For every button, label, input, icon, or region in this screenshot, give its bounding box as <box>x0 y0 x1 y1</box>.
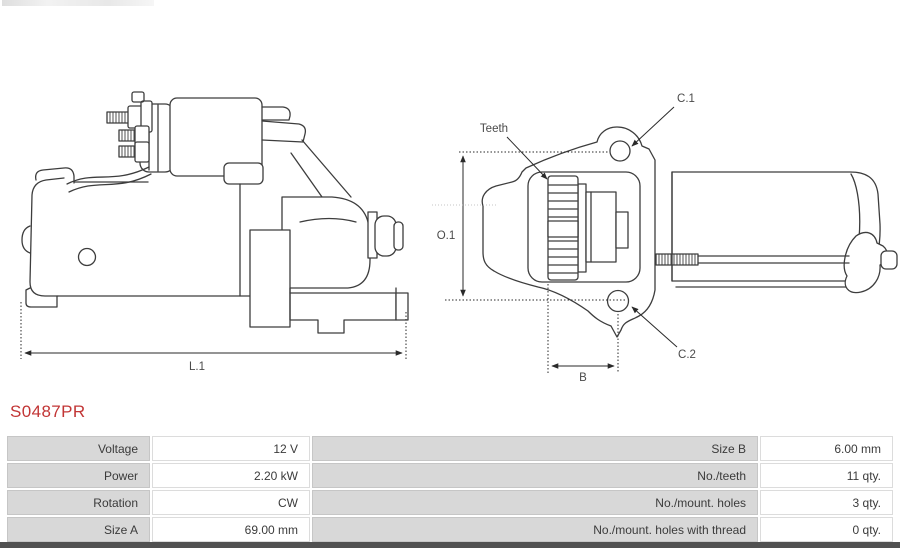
spec-value-size-a: 69.00 mm <box>152 517 310 542</box>
part-number-link[interactable]: S0487PR <box>10 402 86 421</box>
spec-label-size-a: Size A <box>7 517 150 542</box>
spec-label-voltage: Voltage <box>7 436 150 461</box>
spec-value-size-b: 6.00 mm <box>760 436 893 461</box>
c2-leader-line <box>631 306 678 348</box>
dim-o1-label: O.1 <box>437 230 456 242</box>
nose-cap <box>374 215 397 257</box>
spec-value-no-teeth: 11 qty. <box>760 463 893 488</box>
spec-table: Voltage 12 V Size B 6.00 mm Power 2.20 k… <box>7 436 893 542</box>
c1-hole <box>609 140 631 162</box>
spec-value-rotation: CW <box>152 490 310 515</box>
spec-value-voltage: 12 V <box>152 436 310 461</box>
drive-housing <box>281 196 371 289</box>
teeth-label: Teeth <box>480 123 508 135</box>
c2-label: C.2 <box>678 349 696 361</box>
spec-label-size-b: Size B <box>312 436 758 461</box>
rear-end-cap <box>29 177 65 297</box>
bottom-separator-bar <box>0 542 900 548</box>
spec-label-mount-holes-thread: No./mount. holes with thread <box>312 517 758 542</box>
housing-hole <box>77 247 97 267</box>
side-view-drawing <box>21 91 409 334</box>
c2-hole <box>606 289 630 313</box>
spec-label-rotation: Rotation <box>7 490 150 515</box>
spec-value-mount-holes-thread: 0 qty. <box>760 517 893 542</box>
dimension-annotations <box>20 106 678 373</box>
spec-label-mount-holes: No./mount. holes <box>312 490 758 515</box>
rear-bracket <box>843 231 889 294</box>
spec-label-power: Power <box>7 463 150 488</box>
terminal-studs <box>106 91 153 163</box>
dim-l1-label: L.1 <box>189 361 205 373</box>
technical-drawing: L.1 O.1 B Teeth C.1 C.2 <box>20 91 898 384</box>
watermark-fragment <box>2 0 154 6</box>
spec-value-power: 2.20 kW <box>152 463 310 488</box>
c1-label: C.1 <box>677 93 695 105</box>
spec-label-no-teeth: No./teeth <box>312 463 758 488</box>
solenoid-body <box>169 97 263 177</box>
connector-block <box>223 162 264 185</box>
mount-plate-side <box>249 229 291 328</box>
front-view-drawing <box>481 126 898 338</box>
dim-b-label: B <box>579 372 587 384</box>
teeth-leader-line <box>506 136 548 180</box>
spec-value-mount-holes: 3 qty. <box>760 490 893 515</box>
wire-loom <box>66 166 150 185</box>
c1-leader-line <box>631 106 675 147</box>
